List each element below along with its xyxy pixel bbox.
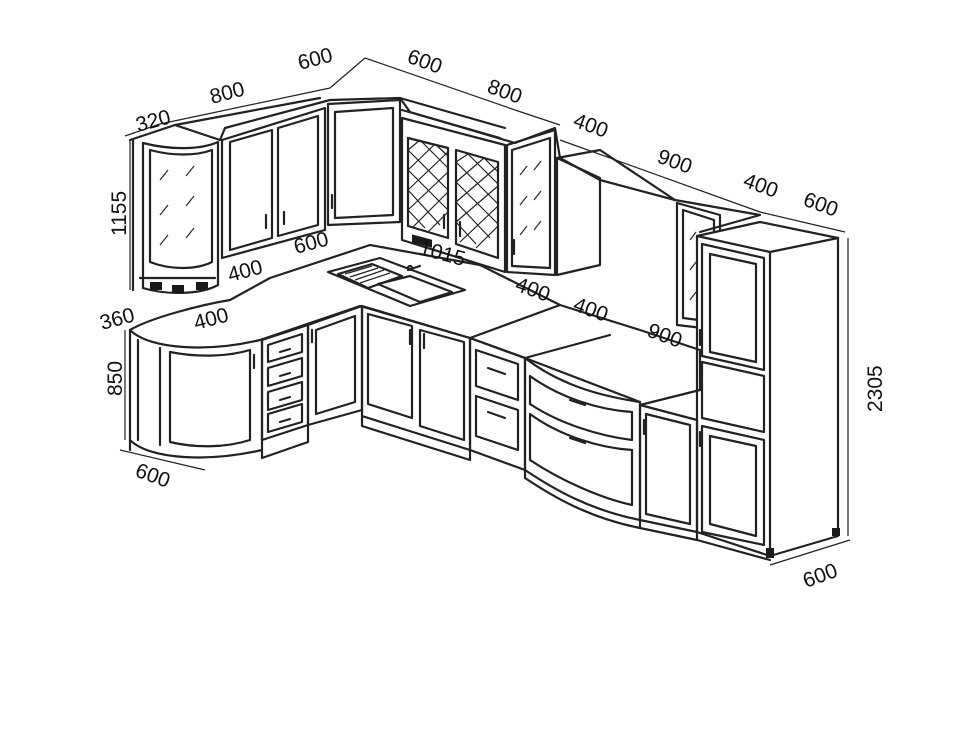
dim-upper-corner-depth: 320: [133, 106, 173, 137]
glass-reflection-marks: [159, 165, 195, 246]
glass-reflection-marks-2: [519, 160, 542, 236]
dim-base-round-width: 400: [191, 304, 231, 335]
dim-upper-corner-left: 600: [295, 44, 335, 75]
dim-base-height: 850: [104, 361, 127, 396]
dim-base-curve-width: 400: [570, 293, 611, 327]
dim-upper-height: 1155: [108, 191, 131, 236]
dim-upper-glass-right: 400: [570, 109, 611, 143]
sink: [326, 256, 467, 308]
dim-base-depth: 600: [132, 459, 173, 493]
dim-tall-depth-top: 600: [800, 188, 841, 222]
dim-upper-left-width: 800: [207, 78, 247, 109]
dim-tall-height: 2305: [864, 365, 887, 412]
base-cabinets: [128, 304, 772, 562]
lattice-door-left: [406, 136, 450, 240]
upper-cabinets: [128, 96, 762, 332]
lattice-door-right: [454, 148, 500, 260]
dim-base-mid-width: 400: [512, 273, 553, 307]
dim-upper-small-glass: 400: [740, 169, 781, 203]
dim-tall-depth-bottom: 600: [800, 559, 841, 593]
dim-upper-lattice-width: 800: [484, 75, 525, 109]
tall-cabinet: [695, 220, 840, 558]
dimension-lines: [119, 57, 851, 566]
dim-upper-hood-width: 900: [654, 145, 695, 179]
dim-base-left-top: 400: [225, 256, 265, 287]
dim-worktop-corner: 600: [291, 228, 331, 259]
